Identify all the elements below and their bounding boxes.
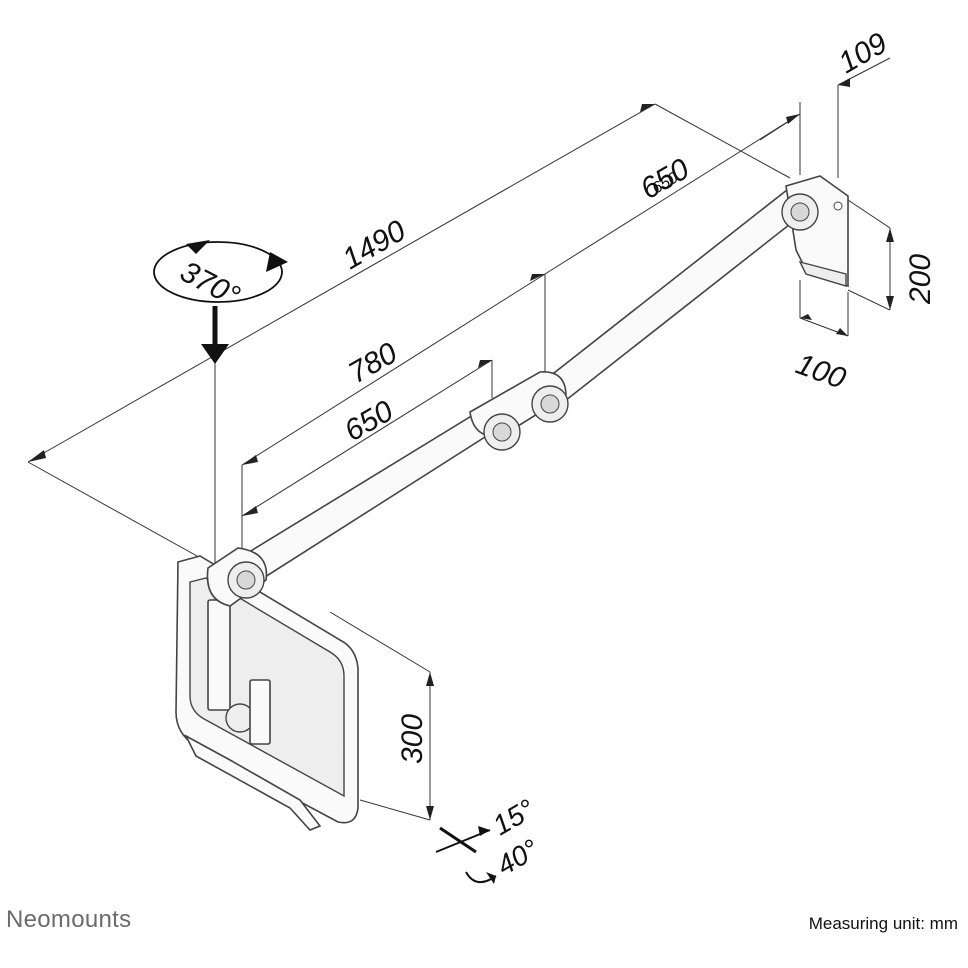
dimension-arrowheads (28, 78, 894, 820)
dim-tilt-up: 15° (488, 793, 540, 841)
dimension-lines (27, 57, 891, 821)
dim-screen-height: 300 (396, 714, 429, 764)
dim-wall-plate-width: 100 (792, 348, 851, 396)
measuring-unit-label: Measuring unit: mm (808, 914, 958, 933)
dim-total-reach: 1490 (337, 214, 412, 276)
dim-swivel-angle: 370° (175, 255, 245, 313)
dim-tilt-down: 40° (492, 833, 544, 881)
dim-lower-arm-inner: 650 (339, 394, 399, 448)
dim-lower-arm: 780 (343, 336, 403, 390)
tilt-indicator (435, 826, 497, 884)
dim-wall-plate-height: 200 (904, 254, 937, 305)
wall-bracket (781, 175, 849, 288)
brand-logo: Neomounts (6, 906, 132, 933)
support-arm (206, 184, 810, 607)
dim-wall-depth: 109 (833, 26, 893, 80)
monitor-plate (175, 555, 359, 831)
swivel-indicator (153, 240, 288, 364)
